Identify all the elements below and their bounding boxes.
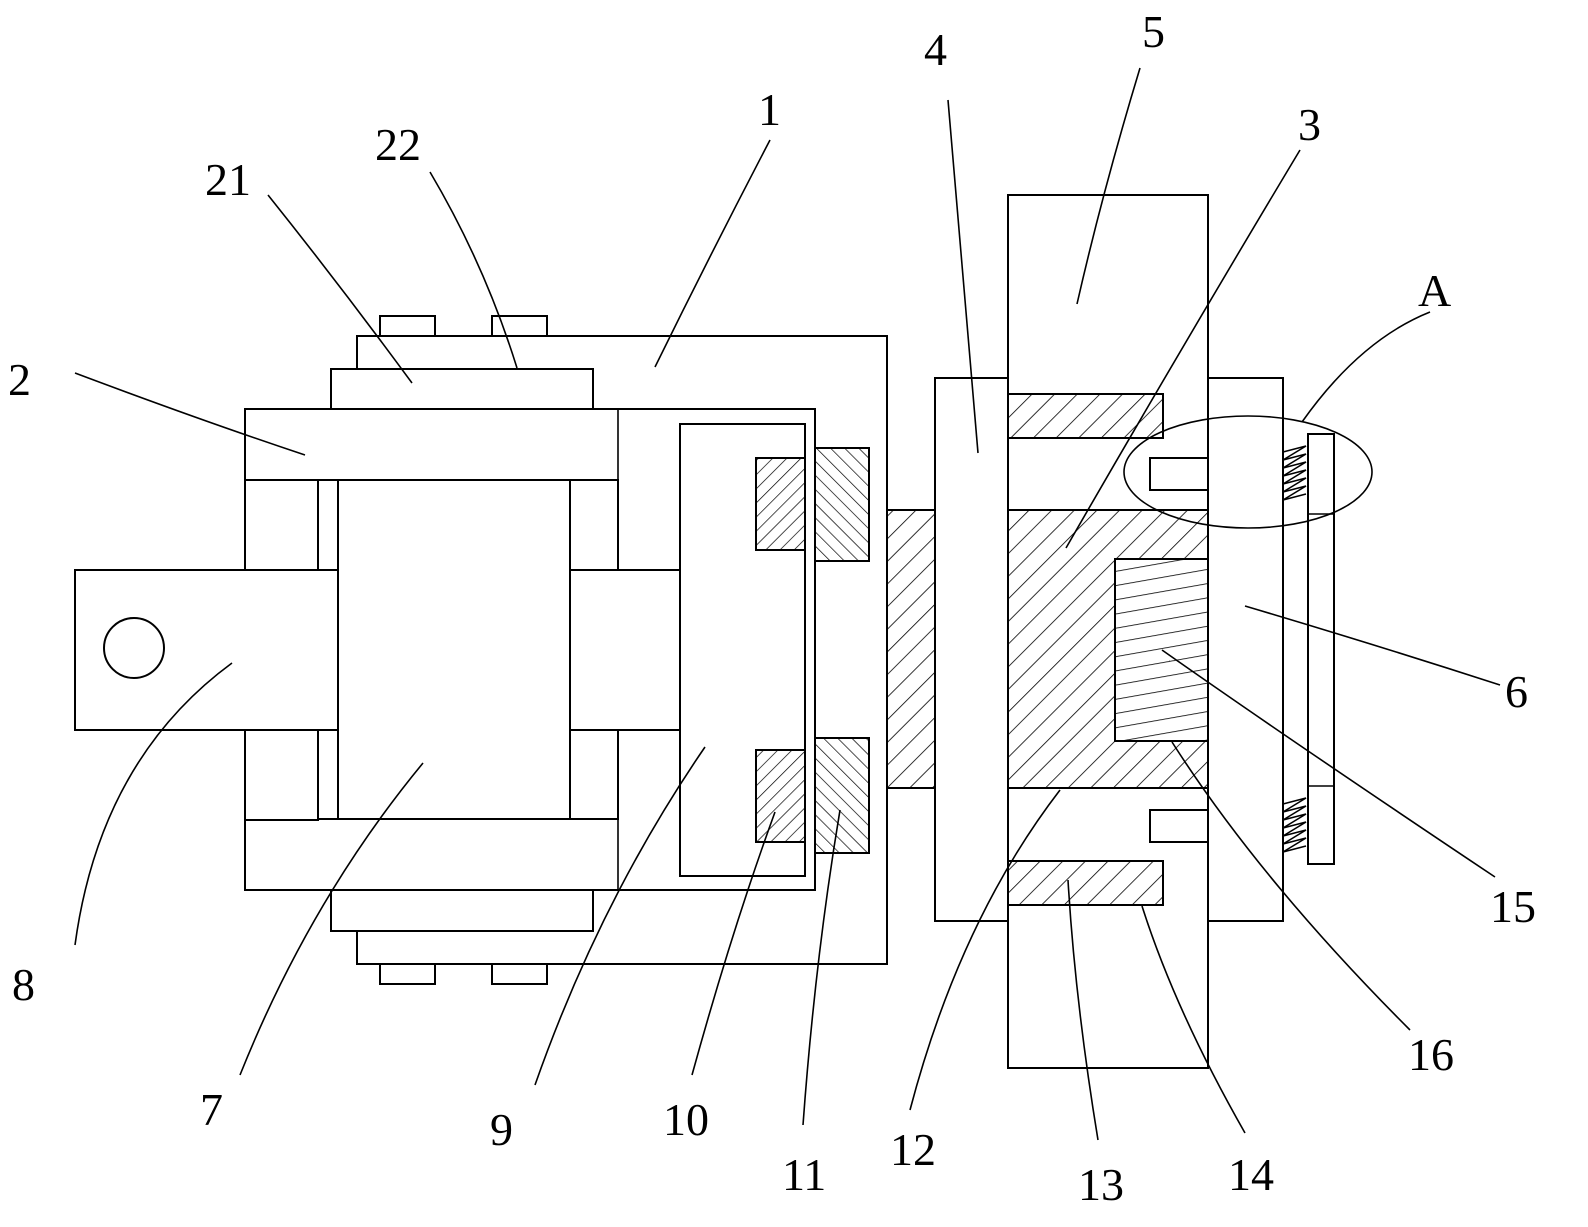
block-11-top (815, 448, 869, 561)
bolt-head-bottom-right (492, 964, 547, 984)
block-11-bottom (815, 738, 869, 853)
cover-6 (1208, 378, 1283, 921)
label-8: 8 (12, 959, 35, 1010)
label-9: 9 (490, 1104, 513, 1155)
connecting-rod (570, 570, 680, 730)
label-10: 10 (663, 1094, 709, 1145)
block-10-bottom (756, 750, 805, 842)
leader-1 (655, 140, 770, 367)
label-6: 6 (1505, 666, 1528, 717)
bolt-head-bottom-left (380, 964, 435, 984)
label-7: 7 (200, 1084, 223, 1135)
label-3: 3 (1298, 99, 1321, 150)
block-10-top (756, 458, 805, 550)
side-rail-top (245, 480, 318, 570)
shaft-12 (887, 510, 935, 788)
pad-13-bottom (1008, 861, 1163, 905)
core-7 (338, 480, 570, 819)
label-21: 21 (205, 154, 251, 205)
label-1: 1 (758, 84, 781, 135)
spring-coil-bottom (1283, 798, 1306, 852)
label-detail-a: A (1418, 265, 1451, 316)
spring-15 (1115, 559, 1208, 741)
leader-a (1302, 312, 1430, 422)
label-11: 11 (782, 1149, 826, 1200)
label-13: 13 (1078, 1159, 1124, 1210)
pin-bottom (1150, 810, 1208, 842)
label-22: 22 (375, 119, 421, 170)
label-16: 16 (1408, 1029, 1454, 1080)
flange-4 (935, 378, 1008, 921)
spring-coil-top (1283, 446, 1306, 500)
bolt-head-top-left (380, 316, 435, 336)
leader-21 (268, 195, 412, 383)
label-2: 2 (8, 354, 31, 405)
label-4: 4 (924, 24, 947, 75)
side-rail-bottom (245, 730, 318, 820)
pivot-hole (104, 618, 164, 678)
plate-21-bottom (331, 890, 593, 931)
end-plate (1308, 434, 1334, 864)
label-5: 5 (1142, 6, 1165, 57)
pin-top (1150, 458, 1208, 490)
label-12: 12 (890, 1124, 936, 1175)
plate-21-top (331, 369, 593, 410)
pad-13-top (1008, 394, 1163, 438)
label-15: 15 (1490, 881, 1536, 932)
label-14: 14 (1228, 1149, 1274, 1200)
